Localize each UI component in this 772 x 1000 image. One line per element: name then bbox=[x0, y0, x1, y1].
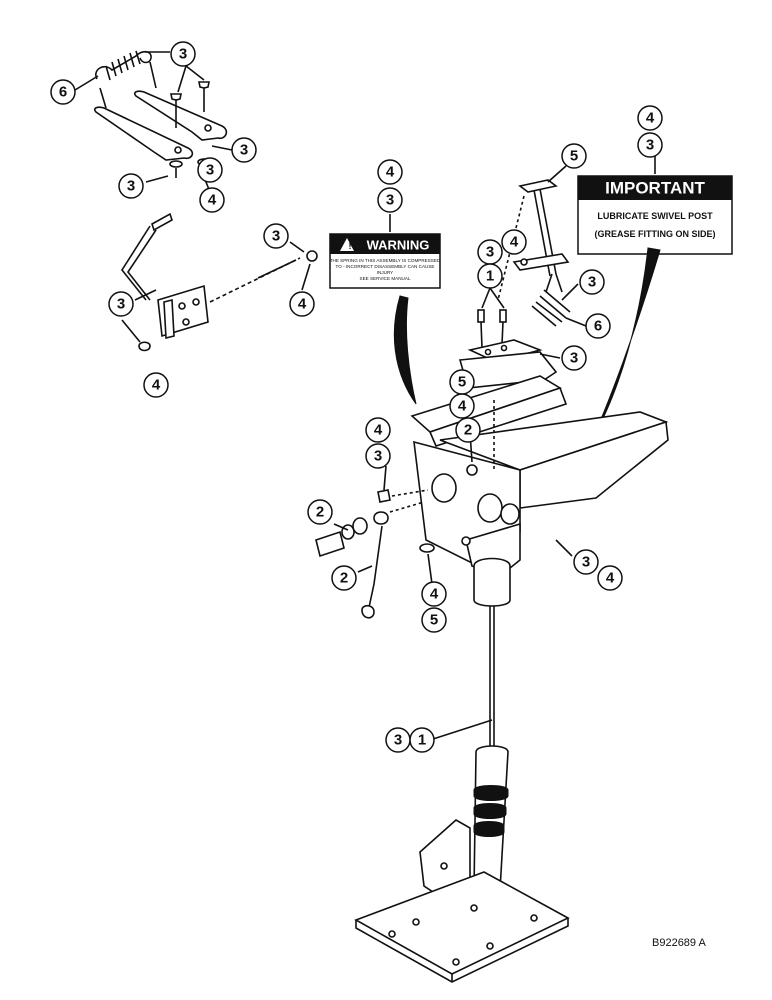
callout-item-2: 2 bbox=[340, 570, 348, 587]
callout-item-4: 4 bbox=[386, 164, 395, 181]
callout-item-1: 1 bbox=[486, 268, 494, 285]
callout-item-3: 3 bbox=[272, 228, 280, 245]
important-decal: IMPORTANT LUBRICATE SWIVEL POST (GREASE … bbox=[577, 175, 733, 255]
callout-item-3: 3 bbox=[588, 274, 596, 291]
callout-item-3: 3 bbox=[206, 162, 214, 179]
callout-item-3: 3 bbox=[394, 732, 402, 749]
leader-lines bbox=[74, 51, 656, 741]
important-title: IMPORTANT bbox=[605, 179, 705, 198]
link-lower bbox=[93, 106, 194, 161]
spring-6 bbox=[95, 50, 152, 80]
callout-item-3: 3 bbox=[486, 244, 494, 261]
callouts: 6 3 3 3 4 3 4 3 4 3 4 3 4 5 3 4 1 bbox=[50, 41, 663, 753]
swivel-post bbox=[354, 606, 570, 983]
lever-handle-assembly bbox=[121, 212, 318, 352]
callout-item-4: 4 bbox=[430, 586, 439, 603]
warning-decal: ! WARNING THE SPRING IN THIS ASSEMBLY IS… bbox=[329, 233, 441, 289]
figure-reference: B922689 A bbox=[652, 937, 706, 949]
callout-item-2: 2 bbox=[316, 504, 324, 521]
callout-item-5: 5 bbox=[458, 374, 466, 391]
callout-item-4: 4 bbox=[646, 110, 655, 127]
warning-pointer bbox=[393, 295, 417, 405]
base-plate bbox=[354, 871, 570, 975]
callout-item-4: 4 bbox=[606, 570, 615, 587]
housing-collar bbox=[473, 557, 511, 607]
callout-item-5: 5 bbox=[430, 612, 438, 629]
warning-line-1: THE SPRING IN THIS ASSEMBLY IS COMPRESSE… bbox=[330, 258, 441, 263]
callout-item-4: 4 bbox=[458, 398, 467, 415]
warning-line-3: INJURY bbox=[377, 270, 394, 275]
callout-item-5: 5 bbox=[570, 148, 578, 165]
callout-item-4: 4 bbox=[152, 377, 161, 394]
callout-item-6: 6 bbox=[594, 318, 602, 335]
handle-grip bbox=[151, 212, 173, 232]
callout-item-3: 3 bbox=[240, 142, 248, 159]
link-upper bbox=[133, 90, 228, 141]
spring-6b bbox=[531, 289, 571, 327]
spring-link-assembly bbox=[93, 50, 228, 178]
callout-item-4: 4 bbox=[208, 192, 217, 209]
callout-item-3: 3 bbox=[127, 178, 135, 195]
important-line-2: (GREASE FITTING ON SIDE) bbox=[594, 229, 715, 239]
callout-item-3: 3 bbox=[386, 192, 394, 209]
callout-item-3: 3 bbox=[646, 137, 654, 154]
callout-item-4: 4 bbox=[298, 296, 307, 313]
callout-item-3: 3 bbox=[582, 554, 590, 571]
callout-item-3: 3 bbox=[117, 296, 125, 313]
warning-title: WARNING bbox=[367, 238, 430, 253]
grease-fitting-hardware bbox=[315, 489, 435, 619]
callout-item-2: 2 bbox=[464, 422, 472, 439]
callout-item-3: 3 bbox=[570, 350, 578, 367]
warning-line-2: TO - INCORRECT DISASSEMBLY CAN CAUSE bbox=[336, 264, 435, 269]
callout-item-3: 3 bbox=[374, 448, 382, 465]
callout-item-4: 4 bbox=[510, 234, 519, 251]
svg-text:!: ! bbox=[349, 241, 352, 251]
latch-pin-assembly bbox=[497, 179, 571, 327]
callout-item-1: 1 bbox=[418, 732, 426, 749]
callout-item-4: 4 bbox=[374, 422, 383, 439]
callout-item-6: 6 bbox=[59, 84, 67, 101]
callout-item-3: 3 bbox=[179, 46, 187, 63]
control-housing bbox=[410, 351, 669, 607]
important-line-1: LUBRICATE SWIVEL POST bbox=[597, 211, 713, 221]
warning-line-4: SEE SERVICE MANUAL bbox=[360, 276, 411, 281]
